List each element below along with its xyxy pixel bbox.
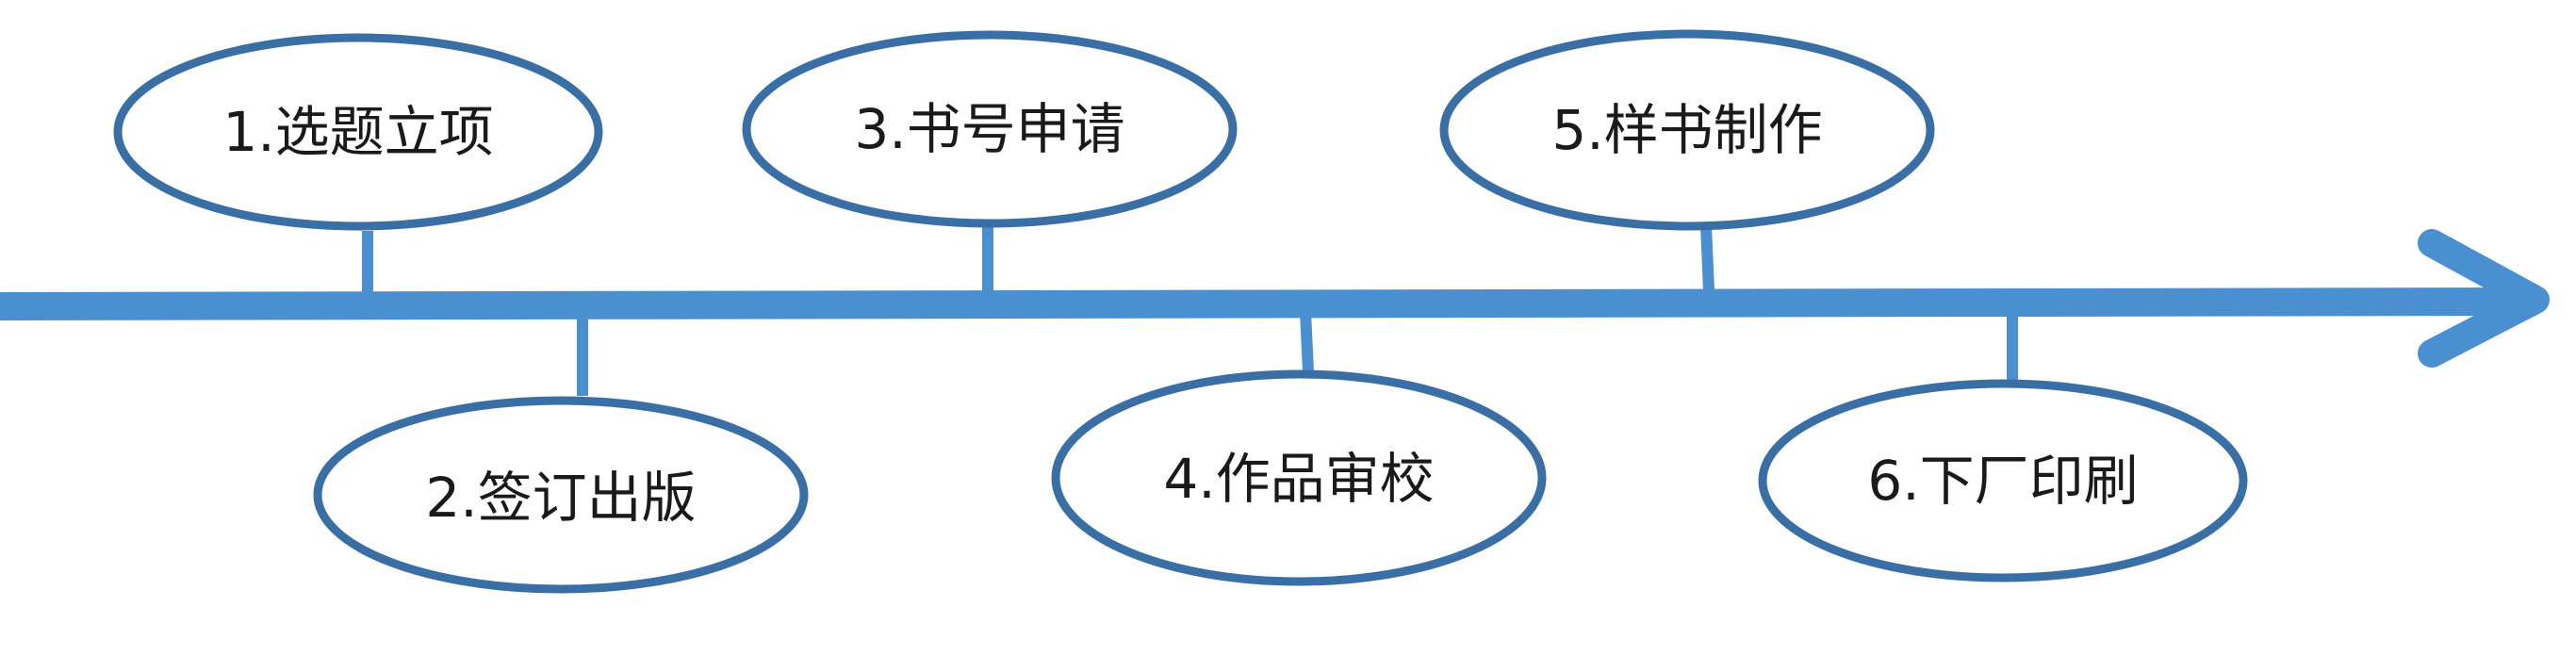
step-label-3: 3.书号申请 bbox=[854, 97, 1124, 161]
step-label-1: 1.选题立项 bbox=[222, 100, 493, 164]
step-node-6: 6.下厂印刷 bbox=[1758, 311, 2248, 582]
step-node-3: 3.书号申请 bbox=[742, 30, 1238, 297]
step-ellipse-4 bbox=[1051, 369, 1547, 586]
step-label-5: 5.样书制作 bbox=[1551, 98, 1822, 162]
step-node-4: 4.作品审校 bbox=[1051, 310, 1547, 586]
timeline-axis bbox=[0, 287, 2508, 320]
step-ellipse-1 bbox=[113, 33, 603, 231]
step-ellipse-2 bbox=[313, 396, 809, 594]
step-node-2: 2.签订出版 bbox=[313, 316, 809, 594]
timeline-arrowhead bbox=[2418, 229, 2550, 368]
step-ellipse-5 bbox=[1439, 29, 1935, 231]
step-connector-5 bbox=[1700, 225, 1715, 291]
step-ellipse-6 bbox=[1758, 379, 2248, 582]
step-label-4: 4.作品审校 bbox=[1163, 447, 1434, 511]
step-label-2: 2.签订出版 bbox=[425, 466, 696, 530]
step-label-6: 6.下厂印刷 bbox=[1867, 449, 2138, 513]
step-connector-4 bbox=[1300, 310, 1314, 373]
step-ellipse-3 bbox=[742, 30, 1238, 228]
step-node-1: 1.选题立项 bbox=[113, 33, 603, 300]
step-node-5: 5.样书制作 bbox=[1439, 29, 1935, 291]
